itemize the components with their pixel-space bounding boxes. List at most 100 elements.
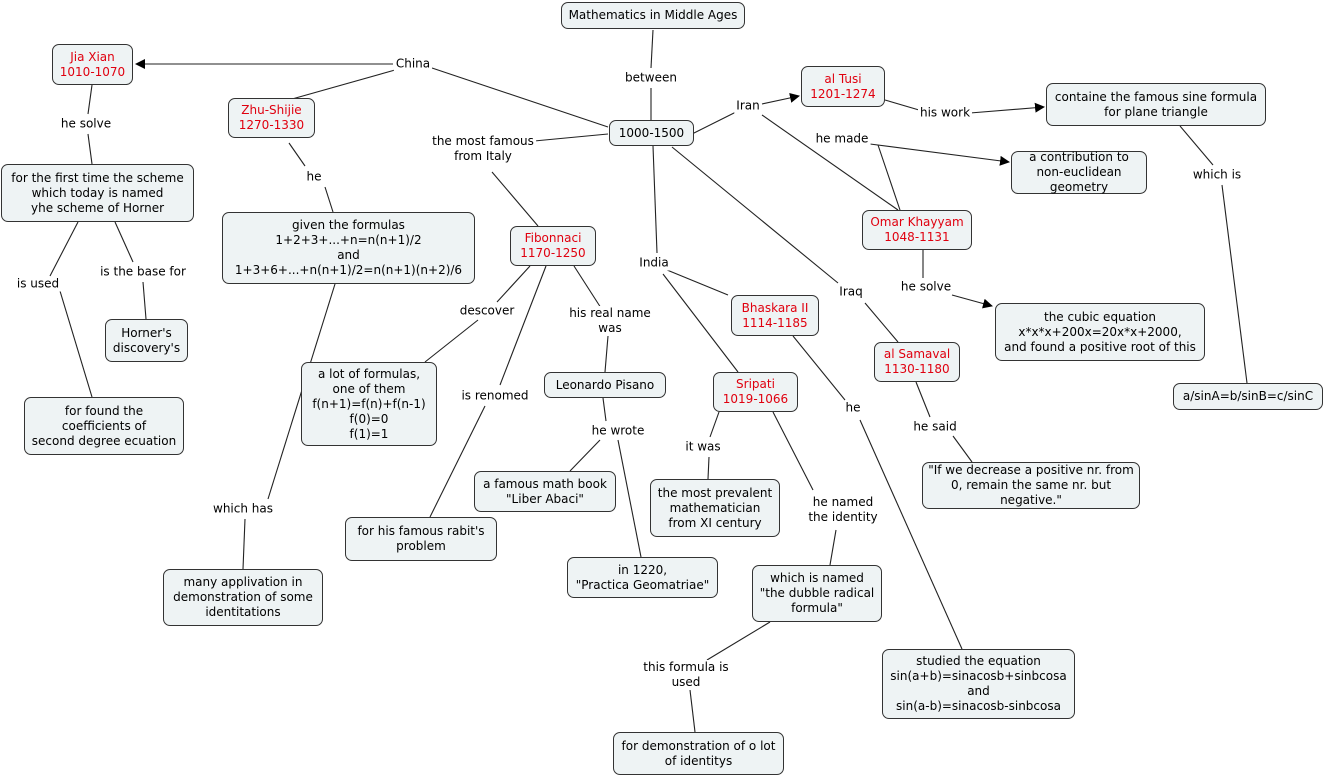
node-root: Mathematics in Middle Ages: [561, 2, 745, 29]
connector-line: [604, 335, 609, 373]
node-sripati: Sripati 1019-1066: [713, 372, 798, 412]
connector-line: [952, 435, 973, 463]
connector-line: [499, 265, 547, 386]
node-rabit: for his famous rabit's problem: [345, 517, 497, 561]
connector-line: [87, 84, 93, 115]
connector-line: [429, 405, 486, 518]
node-prevalent: the most prevalent mathematician from XI…: [650, 479, 780, 537]
node-practica: in 1220, "Practica Geomatriae": [567, 557, 718, 598]
label-which-has: which has: [211, 501, 275, 517]
connector-line: [915, 381, 931, 418]
connector-line: [496, 265, 531, 303]
label-china: China: [393, 56, 433, 72]
connector-line: [706, 621, 771, 661]
node-many-applivation: many applivation in demonstration of som…: [163, 569, 323, 626]
label-he-made: he made: [813, 131, 871, 147]
connector-line: [114, 221, 134, 263]
label-he-said: he said: [911, 419, 959, 435]
node-sine-formula: containe the famous sine formula for pla…: [1046, 83, 1266, 126]
label-he-bhaskara: he: [843, 400, 863, 416]
connector-line: [709, 411, 720, 438]
connector-line: [288, 142, 306, 167]
node-bhaskara: Bhaskara II 1114-1185: [731, 295, 819, 336]
node-lot-formulas: a lot of formulas, one of them f(n+1)=f(…: [301, 362, 437, 446]
node-said-quote: "If we decrease a positive nr. from 0, r…: [922, 462, 1140, 509]
node-demonstration: for demonstration of o lot of identitys: [613, 732, 784, 775]
label-most-famous: the most famous from Italy: [430, 134, 536, 164]
connector-line: [569, 439, 601, 472]
connector-line: [877, 144, 901, 211]
connector-line: [87, 133, 93, 165]
label-india: India: [637, 255, 671, 271]
label-he-solve-2: he solve: [898, 279, 954, 295]
label-real-name: his real name was: [567, 306, 653, 336]
label-between: between: [623, 70, 679, 86]
label-he-zhu: he: [304, 169, 324, 185]
connector-arrow: [951, 294, 993, 309]
label-which-is: which is: [1190, 167, 1244, 183]
label-his-work: his work: [917, 105, 973, 121]
connector-line: [689, 689, 696, 733]
node-liber-abaci: a famous math book "Liber Abaci": [474, 471, 616, 512]
connector-line: [1179, 125, 1214, 166]
node-non-euclidean: a contribution to non-euclidean geometry: [1011, 150, 1147, 194]
connector-line: [49, 221, 79, 277]
connector-line: [859, 419, 963, 650]
node-leonardo: Leonardo Pisano: [544, 372, 666, 398]
connector-line: [602, 397, 607, 422]
node-fibonnaci: Fibonnaci 1170-1250: [510, 226, 596, 266]
label-this-formula: this formula is used: [641, 660, 731, 690]
label-he-named: he named the identity: [806, 495, 880, 525]
node-period: 1000-1500: [609, 120, 694, 146]
label-is-renomed: is renomed: [459, 388, 531, 404]
connector-line: [617, 439, 642, 558]
node-zhu-shijie: Zhu-Shijie 1270-1330: [228, 98, 315, 138]
connector-line: [1221, 184, 1248, 384]
label-is-used: is used: [14, 276, 62, 292]
connector-line: [491, 171, 539, 227]
label-iraq: Iraq: [837, 284, 865, 300]
connector-line: [242, 518, 246, 570]
node-cubic: the cubic equation x*x*x+200x=20x*x+2000…: [995, 303, 1205, 361]
node-al-tusi: al Tusi 1201-1274: [801, 66, 885, 107]
label-he-solve-1: he solve: [58, 116, 114, 132]
connector-line: [650, 29, 654, 69]
node-jia-xian: Jia Xian 1010-1070: [52, 44, 133, 85]
connector-line: [59, 290, 93, 398]
node-sine-law: a/sinA=b/sinB=c/sinC: [1173, 383, 1323, 410]
connector-line: [707, 456, 710, 480]
node-horners-discovery: Horner's discovery's: [105, 319, 188, 362]
connector-arrow: [761, 93, 800, 105]
node-dubble-radical: which is named "the dubble radical formu…: [752, 565, 882, 622]
node-horner-scheme: for the first time the scheme which toda…: [1, 164, 194, 222]
connector-line: [884, 99, 920, 111]
node-studied: studied the equation sin(a+b)=sinacosb+s…: [882, 649, 1075, 719]
connector-line: [662, 273, 739, 373]
connector-line: [864, 302, 899, 343]
connector-line: [424, 319, 479, 363]
connector-arrow: [969, 102, 1045, 114]
connector-line: [829, 529, 837, 566]
connector-line: [324, 186, 334, 213]
label-descover: descover: [457, 303, 517, 319]
label-is-base: is the base for: [98, 264, 188, 280]
connector-line: [284, 69, 396, 102]
label-it-was: it was: [683, 439, 723, 455]
connector-line: [142, 281, 147, 320]
node-omar: Omar Khayyam 1048-1131: [862, 210, 972, 250]
connector-line: [761, 114, 899, 211]
node-given-formulas: given the formulas 1+2+3+...+n=n(n+1)/2 …: [222, 212, 475, 284]
label-he-wrote: he wrote: [589, 423, 647, 439]
connector-line: [431, 67, 609, 128]
connector-line: [652, 145, 658, 254]
connector-line: [772, 411, 814, 491]
connector-line: [792, 335, 846, 401]
connector-arrow: [869, 143, 1010, 166]
node-al-samaval: al Samaval 1130-1180: [874, 342, 960, 382]
connector-line: [689, 111, 737, 136]
node-coefficients: for found the coefficients of second deg…: [24, 397, 184, 455]
label-iran: Iran: [734, 98, 762, 114]
connector-line: [573, 265, 602, 309]
connector-line: [666, 269, 729, 296]
connector-line: [671, 146, 839, 284]
